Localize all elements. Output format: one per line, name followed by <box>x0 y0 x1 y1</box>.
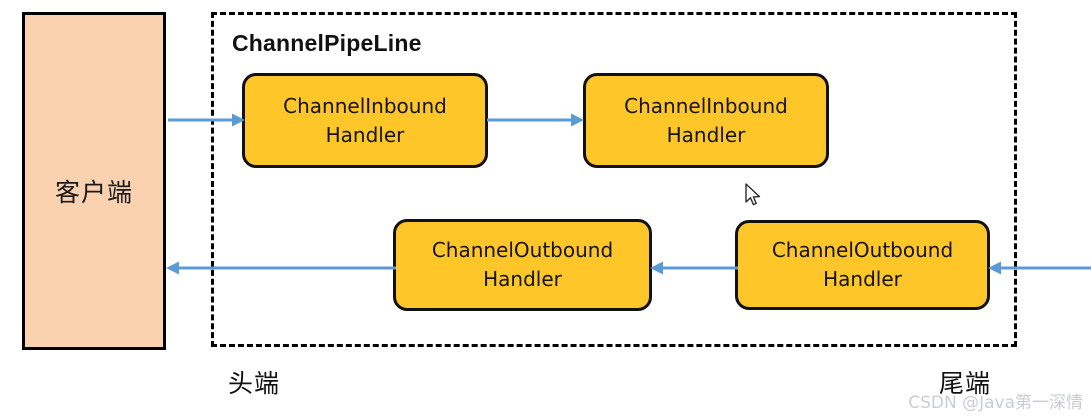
arrow-outbound-1-to-client <box>166 260 396 276</box>
channel-pipeline-container <box>211 12 1017 347</box>
handler-line-1: ChannelInbound <box>624 93 788 118</box>
handler-line-1: ChannelInbound <box>283 93 447 118</box>
channel-inbound-handler-2: ChannelInbound Handler <box>583 73 829 168</box>
channel-outbound-handler-1: ChannelOutbound Handler <box>393 219 652 311</box>
arrow-external-to-outbound-2 <box>988 260 1091 276</box>
handler-line-1: ChannelOutbound <box>771 238 954 262</box>
handler-line-2: Handler <box>823 267 902 291</box>
channel-outbound-handler-2: ChannelOutbound Handler <box>735 220 990 310</box>
watermark: CSDN @Java第一深情 <box>908 393 1083 413</box>
channel-inbound-handler-1: ChannelInbound Handler <box>242 73 488 168</box>
client-label: 客户端 <box>54 178 133 207</box>
handler-line-2: Handler <box>666 122 746 147</box>
handler-line-2: Handler <box>325 122 405 147</box>
head-label: 头端 <box>228 369 281 398</box>
handler-line-2: Handler <box>483 267 562 291</box>
arrow-inbound-1-to-inbound-2 <box>487 112 585 128</box>
arrow-outbound-2-to-outbound-1 <box>650 260 738 276</box>
tail-label: 尾端 <box>939 369 992 398</box>
arrow-client-to-inbound-1 <box>168 112 246 128</box>
client-box: 客户端 <box>22 12 166 350</box>
pipeline-title: ChannelPipeLine <box>232 30 422 56</box>
handler-line-1: ChannelOutbound <box>431 238 614 262</box>
